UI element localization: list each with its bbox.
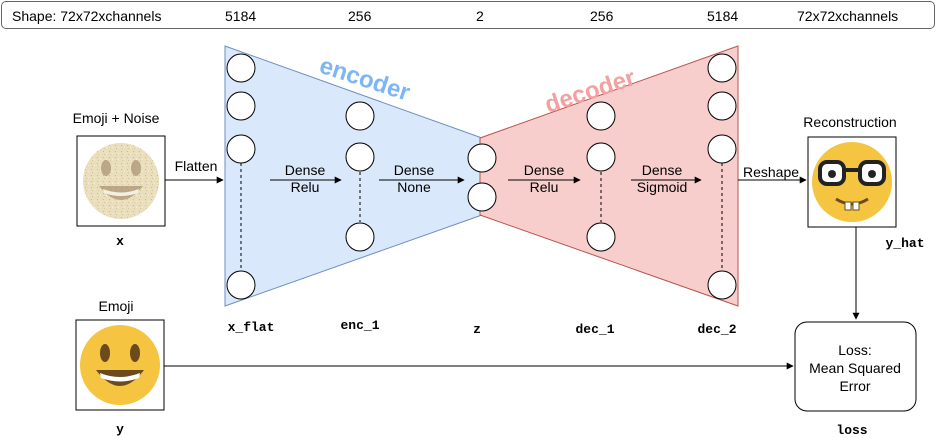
noisy-input-label: Emoji + Noise xyxy=(73,110,160,126)
activation-label: None xyxy=(397,179,431,195)
dense-sigmoid: Dense Sigmoid xyxy=(631,162,702,195)
loss-line-3: Error xyxy=(839,378,870,394)
shape-output: 72x72xchannels xyxy=(797,8,899,24)
neuron xyxy=(467,143,497,173)
neuron xyxy=(707,91,737,121)
activation-label: Relu xyxy=(530,179,559,195)
clean-emoji-image xyxy=(75,319,165,411)
dec-2-label: dec_2 xyxy=(697,322,736,337)
loss-line-2: Mean Squared xyxy=(809,360,901,376)
layer-dec-2 xyxy=(707,53,737,300)
clean-input-label: Emoji xyxy=(98,298,133,314)
reshape-label: Reshape xyxy=(743,164,799,180)
neuron xyxy=(226,270,256,300)
neuron xyxy=(586,101,616,131)
neuron xyxy=(226,91,256,121)
neuron xyxy=(226,134,256,164)
noisy-emoji-image xyxy=(76,135,166,227)
neuron xyxy=(707,134,737,164)
nerd-emoji-image xyxy=(807,136,897,228)
shape-z: 2 xyxy=(476,8,484,24)
neuron xyxy=(707,53,737,83)
loss-title: Loss: xyxy=(838,342,871,358)
dense-none: Dense None xyxy=(379,162,465,195)
dense-relu-1: Dense Relu xyxy=(270,162,342,195)
layer-x-flat xyxy=(226,53,256,300)
neuron xyxy=(345,142,375,172)
neuron xyxy=(707,270,737,300)
neuron xyxy=(345,101,375,131)
layer-z xyxy=(467,143,497,212)
flatten-label: Flatten xyxy=(175,158,218,174)
y-hat-label: y_hat xyxy=(885,236,924,251)
dense-label: Dense xyxy=(524,162,565,178)
loss-box: Loss: Mean Squared Error xyxy=(794,321,917,412)
shape-x-flat: 5184 xyxy=(225,8,257,24)
shape-dec-2: 5184 xyxy=(707,8,739,24)
enc-1-label: enc_1 xyxy=(340,318,379,333)
x-label: x xyxy=(116,234,124,249)
layer-dec-1 xyxy=(586,101,616,252)
neuron xyxy=(586,222,616,252)
shape-bar: Shape: 72x72xchannels 5184 256 2 256 518… xyxy=(1,1,935,29)
dense-relu-2: Dense Relu xyxy=(508,162,581,195)
dense-label: Dense xyxy=(285,162,326,178)
neuron xyxy=(345,222,375,252)
neuron xyxy=(226,53,256,83)
y-label: y xyxy=(116,422,124,437)
shape-dec-1: 256 xyxy=(590,8,614,24)
loss-var-label: loss xyxy=(836,423,867,438)
dec-1-label: dec_1 xyxy=(575,322,614,337)
activation-label: Relu xyxy=(291,179,320,195)
neuron xyxy=(586,142,616,172)
flatten-arrow: Flatten xyxy=(165,158,224,184)
activation-label: Sigmoid xyxy=(637,179,688,195)
z-label: z xyxy=(473,322,481,337)
reshape-arrow: Reshape xyxy=(738,164,807,184)
x-flat-label: x_flat xyxy=(228,320,275,335)
shape-enc-1: 256 xyxy=(348,8,372,24)
dense-label: Dense xyxy=(394,162,435,178)
shape-input: Shape: 72x72xchannels xyxy=(12,8,162,24)
neuron xyxy=(467,182,497,212)
dense-label: Dense xyxy=(642,162,683,178)
layer-enc-1 xyxy=(345,101,375,252)
reconstruction-label: Reconstruction xyxy=(803,114,896,130)
